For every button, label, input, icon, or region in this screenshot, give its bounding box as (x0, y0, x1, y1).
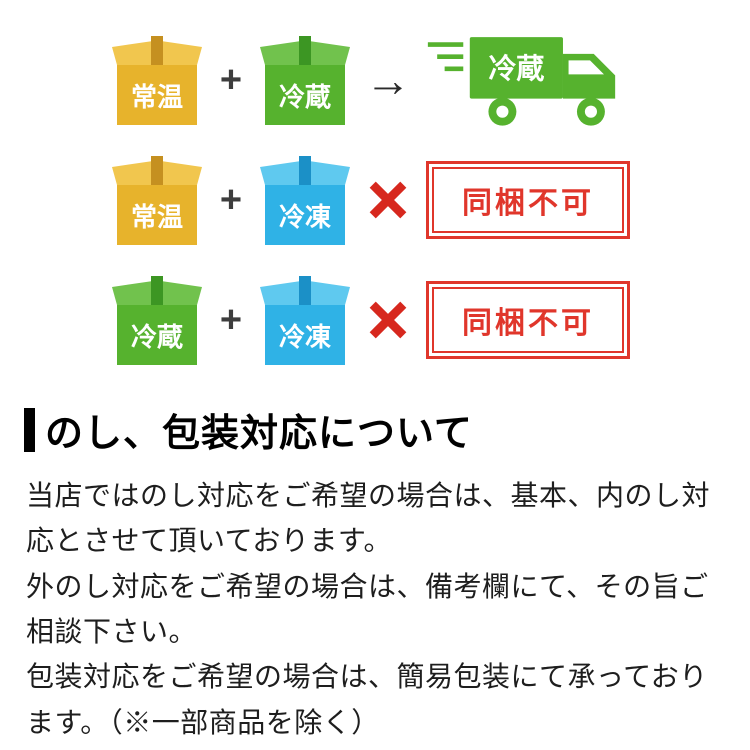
shipping-combination-diagram: 常温 + 冷蔵 → (0, 0, 750, 370)
section-heading: のし、包装対応について (24, 402, 726, 457)
plus-sign: + (219, 59, 243, 101)
box-label: 冷凍 (279, 322, 331, 352)
box-label: 冷蔵 (131, 322, 183, 352)
truck-cargo-label: 冷蔵 (488, 53, 544, 84)
room-temp-box-icon: 常温 (112, 156, 202, 245)
box-label: 冷凍 (279, 202, 331, 232)
no-bundle-stamp: 同梱不可 (426, 161, 630, 239)
plus-sign: + (219, 299, 243, 341)
plus-sign: + (219, 179, 243, 221)
box-label: 冷蔵 (279, 82, 331, 112)
speed-lines-icon (427, 42, 464, 72)
combo-row-ng: 常温 + 冷凍 同梱不可 (112, 150, 750, 250)
noshi-wrapping-section: のし、包装対応について 当店ではのし対応をご希望の場合は、基本、内のし対応とさせ… (0, 402, 750, 745)
section-body: 当店ではのし対応をご希望の場合は、基本、内のし対応とさせて頂いております。 外の… (26, 473, 724, 745)
box-label: 常温 (131, 82, 183, 112)
combo-result: 冷蔵 (426, 30, 638, 130)
combo-row-ng: 冷蔵 + 冷凍 同梱不可 (112, 270, 750, 370)
refrigerated-box-icon: 冷蔵 (112, 276, 202, 365)
box-label: 常温 (131, 202, 183, 232)
refrigerated-box-icon: 冷蔵 (260, 36, 350, 125)
page-title: のし、包装対応について (45, 413, 473, 455)
frozen-box-icon: 冷凍 (260, 156, 350, 245)
no-bundle-stamp: 同梱不可 (426, 281, 630, 359)
room-temp-box-icon: 常温 (112, 36, 202, 125)
combo-result: 同梱不可 (426, 281, 638, 359)
paragraph: 外のし対応をご希望の場合は、備考欄にて、その旨ご相談下さい。 (26, 570, 709, 648)
x-mark-icon (369, 301, 407, 339)
frozen-box-icon: 冷凍 (260, 276, 350, 365)
combo-result: 同梱不可 (426, 161, 638, 239)
arrow-right-icon: → (365, 54, 411, 106)
paragraph: 当店ではのし対応をご希望の場合は、基本、内のし対応とさせて頂いております。 (26, 480, 711, 557)
no-bundle-stamp-label: 同梱不可 (432, 287, 624, 353)
combo-row-ok: 常温 + 冷蔵 → (112, 30, 750, 130)
refrigerated-truck-icon: 冷蔵 (427, 37, 616, 126)
heading-accent-bar (24, 407, 35, 452)
no-bundle-stamp-label: 同梱不可 (432, 167, 624, 233)
x-mark-icon (369, 181, 407, 219)
paragraph: 包装対応をご希望の場合は、簡易包装にて承っております。（※一部商品を除く） (26, 661, 708, 738)
